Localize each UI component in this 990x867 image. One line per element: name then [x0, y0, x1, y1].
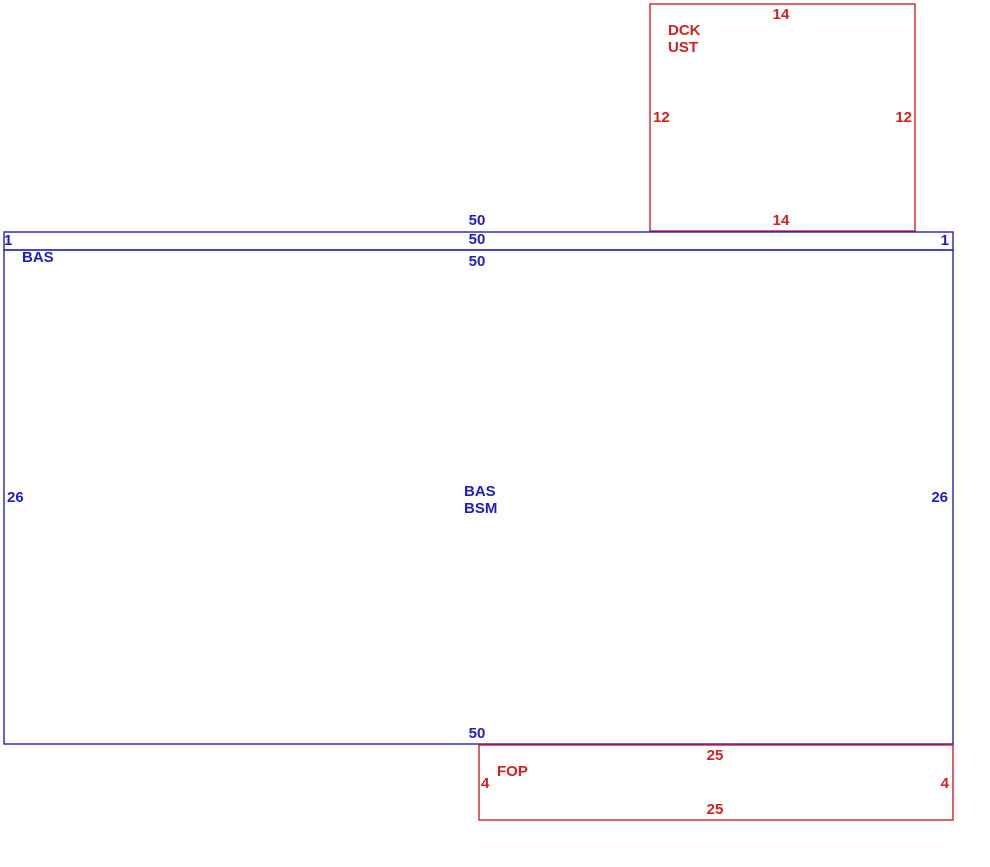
main-bottom-dimension: 50: [469, 725, 486, 742]
deck-outline: [649, 3, 916, 232]
deck-left-dimension: 12: [653, 109, 670, 126]
main-label-bsm: BSM: [464, 500, 497, 517]
deck-top-dimension: 14: [773, 6, 790, 23]
main-right-dimension: 26: [931, 489, 948, 506]
porch-right-dimension: 4: [941, 775, 950, 792]
strip-label-bas: BAS: [22, 249, 54, 266]
porch-bottom-dimension: 25: [707, 801, 724, 818]
deck-label-dck: DCK: [668, 22, 701, 39]
main-structure-outline: [3, 249, 954, 745]
deck-right-dimension: 12: [895, 109, 912, 126]
strip-middle-dimension: 50: [469, 231, 486, 248]
main-left-dimension: 26: [7, 489, 24, 506]
deck-label-ust: UST: [668, 39, 698, 56]
porch-outline: [478, 744, 954, 821]
main-label-bas: BAS: [464, 483, 496, 500]
deck-bottom-dimension: 14: [773, 212, 790, 229]
porch-top-dimension: 25: [707, 747, 724, 764]
main-top-dimension: 50: [469, 253, 486, 270]
strip-left-dimension: 1: [4, 232, 12, 249]
strip-right-dimension: 1: [941, 232, 949, 249]
strip-top-dimension: 50: [469, 212, 486, 229]
porch-left-dimension: 4: [481, 775, 490, 792]
porch-label-fop: FOP: [497, 763, 528, 780]
